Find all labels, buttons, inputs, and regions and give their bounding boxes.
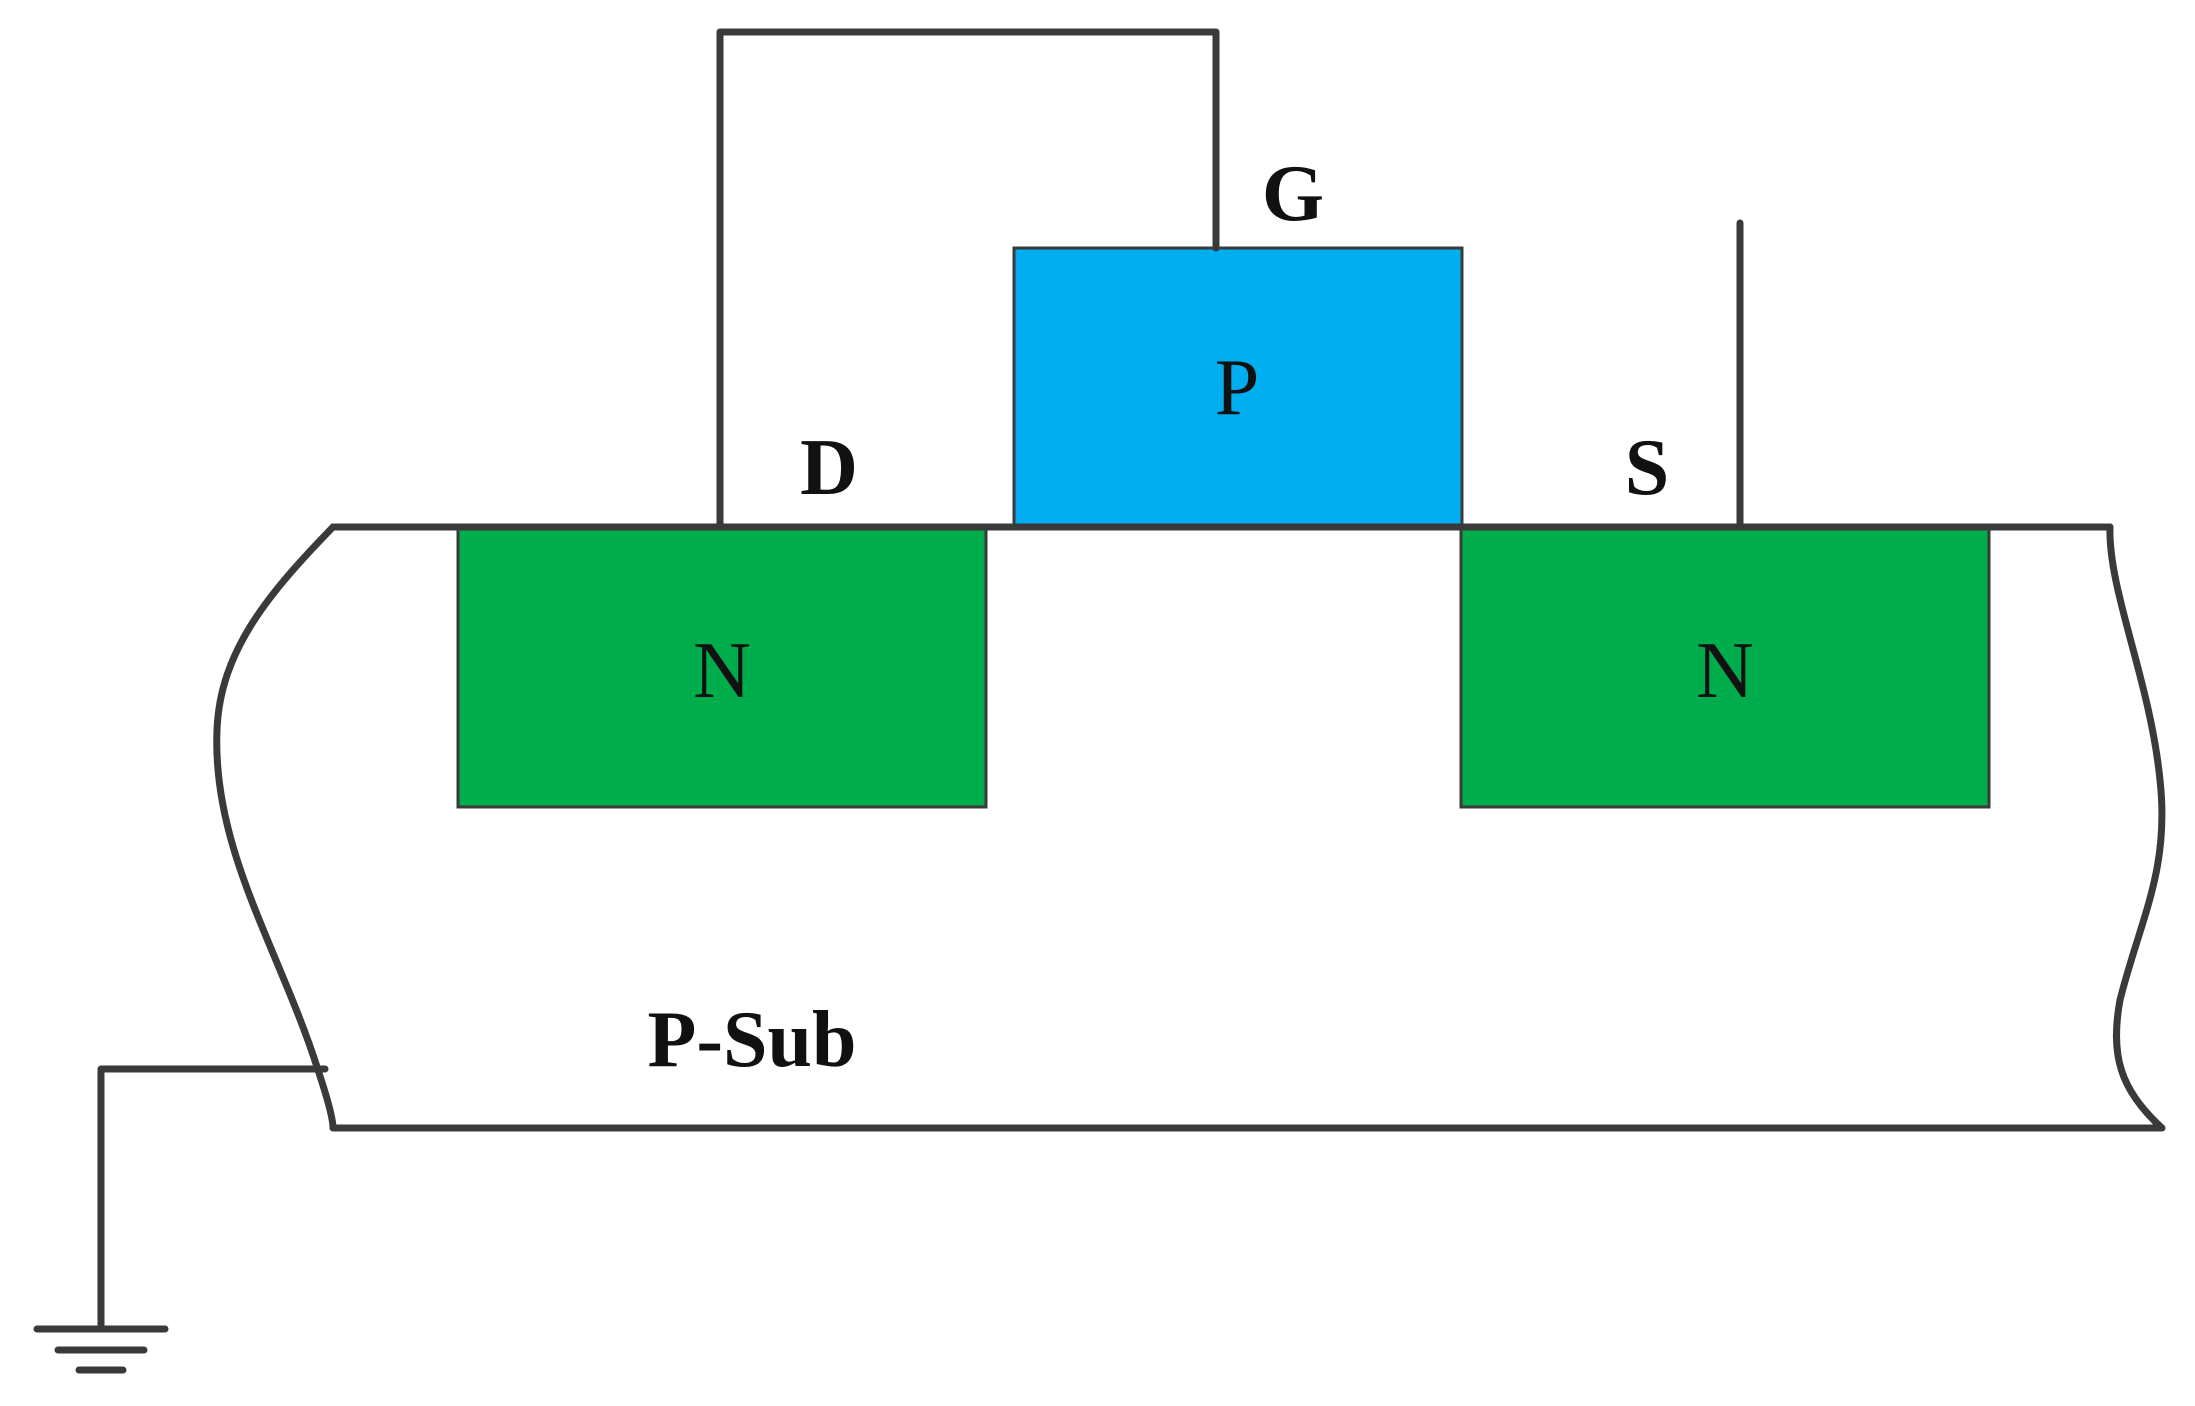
ground-icon: [33, 1325, 169, 1374]
substrate-ground-wire: [97, 1065, 329, 1333]
drain-terminal-label: D: [800, 424, 858, 512]
substrate-label: P-Sub: [648, 996, 857, 1084]
source-n-region: [1459, 525, 1991, 809]
drain-n-region: [456, 525, 988, 809]
substrate-outline: [213, 523, 2166, 1132]
drain-n-region-label: N: [693, 627, 751, 715]
gate-p-region-label: P: [1215, 344, 1260, 432]
drain-gate-connection-wire: [716, 28, 1220, 531]
source-n-region-label: N: [1696, 627, 1754, 715]
source-terminal-label: S: [1625, 424, 1670, 512]
gate-terminal-label: G: [1262, 150, 1324, 238]
